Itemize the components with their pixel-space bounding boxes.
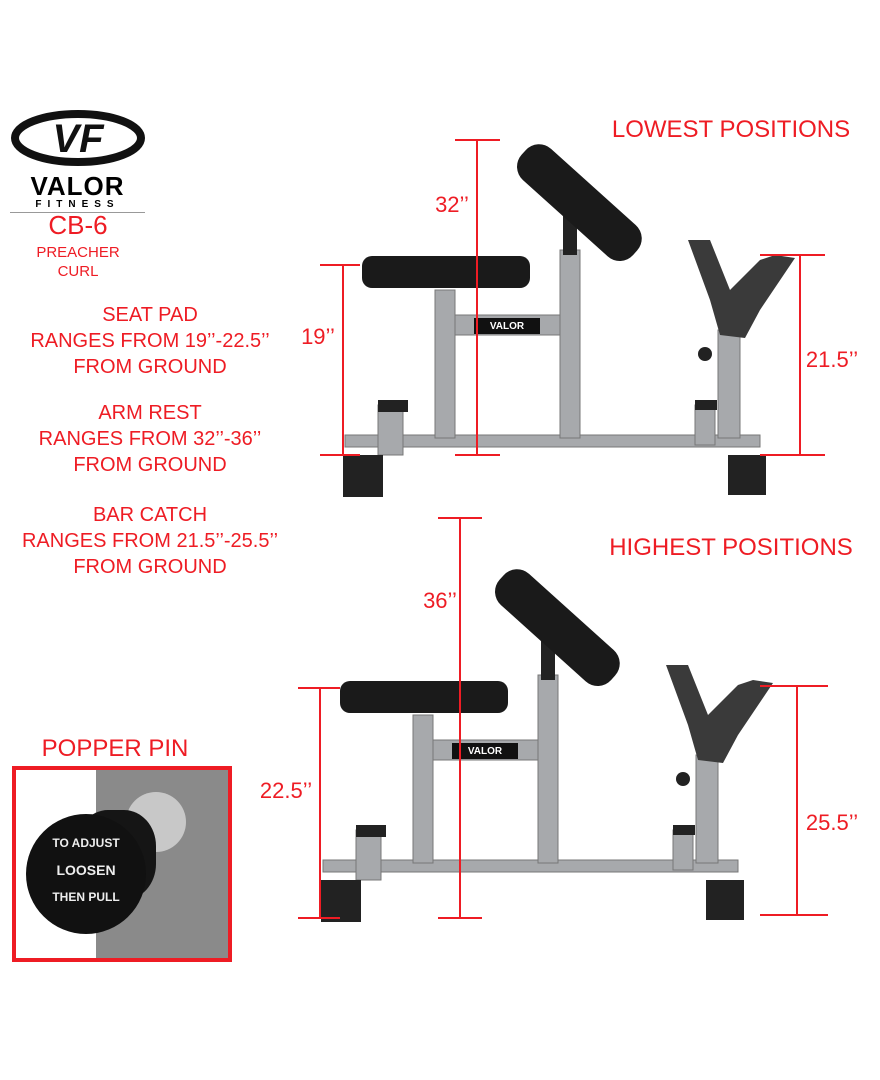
knob-text-bottom: THEN PULL — [52, 890, 120, 904]
product-name-1: PREACHER — [36, 244, 120, 261]
vf-logo-mark: VF — [11, 110, 145, 166]
brand-name: VALOR — [30, 171, 125, 201]
spec-suffix: FROM GROUND — [73, 454, 227, 476]
heading-lowest: LOWEST POSITIONS — [611, 116, 851, 143]
bench-lowest — [342, 136, 796, 498]
spec-suffix: FROM GROUND — [73, 356, 227, 378]
spec-range: RANGES FROM 19’’-22.5’’ — [30, 330, 270, 352]
dim-high-arm: 36’’ — [423, 588, 457, 613]
dim-low-catch: 21.5’’ — [805, 347, 859, 372]
product-name-2: CURL — [57, 263, 99, 280]
spec-range: RANGES FROM 21.5’’-25.5’’ — [21, 530, 279, 552]
spec-title: BAR CATCH — [92, 504, 208, 526]
knob-text-mid: LOOSEN — [56, 862, 116, 878]
dim-low-seat: 19’’ — [301, 324, 335, 349]
svg-text:VF: VF — [52, 117, 105, 161]
valor-logo: VF VALOR FITNESS — [10, 108, 145, 213]
spec-title: ARM REST — [98, 402, 202, 424]
spec-range: RANGES FROM 32’’-36’’ — [38, 428, 262, 450]
popper-knob: TO ADJUST LOOSEN THEN PULL — [26, 814, 146, 934]
dim-low-arm: 32’’ — [435, 192, 469, 217]
dim-high-catch: 25.5’’ — [805, 810, 859, 835]
bench-highest — [320, 561, 774, 923]
knob-text-top: TO ADJUST — [52, 836, 120, 850]
dimension-lines — [298, 139, 828, 919]
brand-sub: FITNESS — [10, 199, 145, 213]
heading-highest: HIGHEST POSITIONS — [609, 534, 853, 561]
spec-arm-rest: ARM REST RANGES FROM 32’’-36’’ FROM GROU… — [39, 400, 262, 478]
spec-seat-pad: SEAT PAD RANGES FROM 19’’-22.5’’ FROM GR… — [30, 302, 269, 380]
model: CB-6 — [48, 210, 108, 240]
spec-suffix: FROM GROUND — [73, 556, 227, 578]
popper-pin-photo: TO ADJUST LOOSEN THEN PULL — [12, 766, 232, 962]
spec-bar-catch: BAR CATCH RANGES FROM 21.5’’-25.5’’ FROM… — [22, 502, 278, 580]
spec-title: SEAT PAD — [102, 304, 198, 326]
dim-high-seat: 22.5’’ — [259, 778, 313, 803]
popper-title: POPPER PIN — [41, 735, 189, 762]
